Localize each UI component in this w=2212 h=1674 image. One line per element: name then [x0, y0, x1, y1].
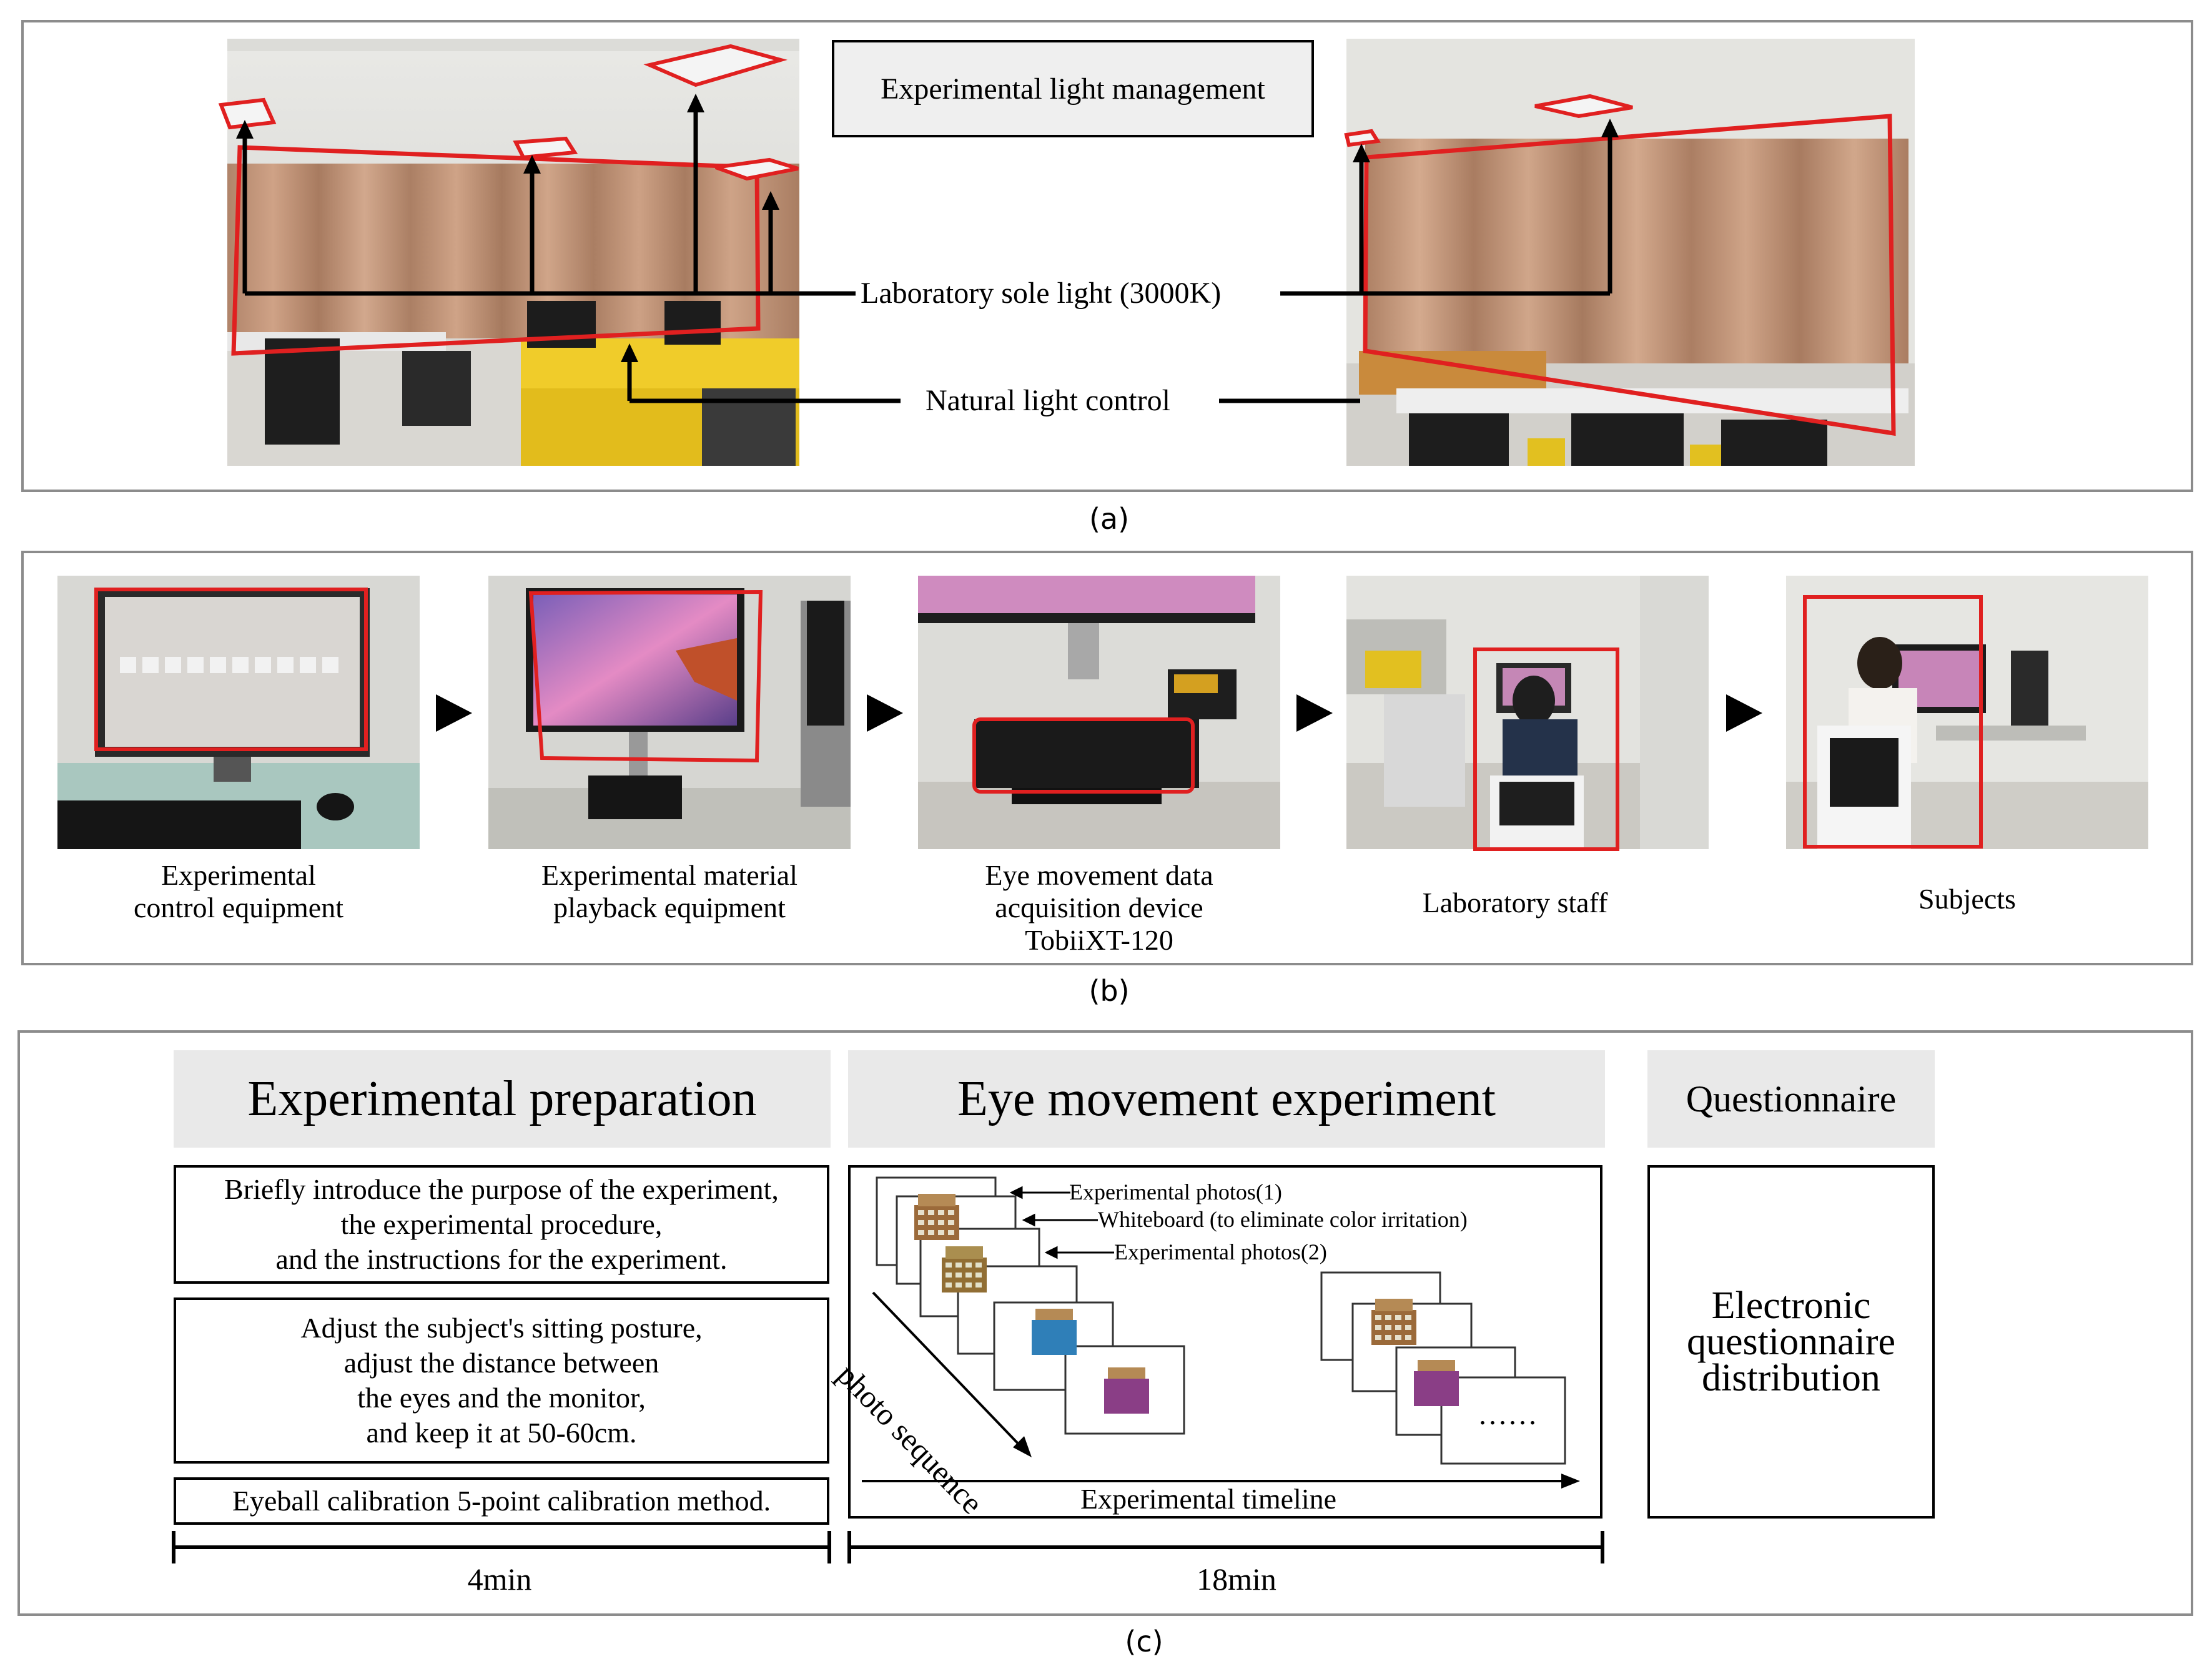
- label-ellipsis: ......: [1479, 1398, 1539, 1431]
- questionnaire-box: Electronic questionnaire distribution: [1647, 1165, 1935, 1519]
- photo-control-equipment: [57, 576, 420, 849]
- photo-eye-tracker: [918, 576, 1280, 849]
- questionnaire-heading: Questionnaire: [1647, 1050, 1935, 1148]
- flow-arrow-1: [436, 694, 472, 732]
- prep-heading: Experimental preparation: [174, 1050, 831, 1148]
- duration-preparation: 4min: [467, 1562, 532, 1597]
- callout-laboratory-light: Laboratory sole light (3000K): [856, 278, 1227, 308]
- prep-step-introduction: Briefly introduce the purpose of the exp…: [174, 1165, 829, 1284]
- flow-arrow-2: [867, 694, 903, 732]
- label-experimental-photos-2: Experimental photos(2): [1114, 1239, 1327, 1264]
- lab-photo-right: [1346, 39, 1915, 466]
- caption-subjects: Subjects: [1918, 883, 2016, 915]
- label-experimental-photos-1: Experimental photos(1): [1069, 1179, 1282, 1204]
- panel-a-annotations: [218, 44, 1896, 436]
- eye-experiment-box: [848, 1165, 1602, 1519]
- prep-step-posture: Adjust the subject's sitting posture, ad…: [174, 1297, 829, 1464]
- flow-arrow-3: [1296, 694, 1333, 732]
- panel-c-label: (c): [1125, 1625, 1163, 1658]
- photo-playback-equipment: [488, 576, 851, 849]
- lab-photo-left: [227, 39, 799, 466]
- callout-natural-light: Natural light control: [919, 386, 1177, 416]
- photo-laboratory-staff: [1346, 576, 1709, 849]
- prep-step-calibration: Eyeball calibration 5-point calibration …: [174, 1477, 829, 1525]
- duration-eye-experiment: 18min: [1197, 1562, 1276, 1597]
- curtain-outline-right: [1363, 114, 1896, 436]
- panel-b-highlights: [94, 588, 1983, 851]
- panel-b-label: (b): [1089, 974, 1130, 1008]
- label-experimental-timeline: Experimental timeline: [1080, 1483, 1337, 1515]
- label-whiteboard: Whiteboard (to eliminate color irritatio…: [1098, 1207, 1468, 1232]
- eye-heading: Eye movement experiment: [848, 1050, 1605, 1148]
- light-management-title: Experimental light management: [832, 40, 1314, 137]
- ceiling-lights-right: [1344, 94, 1633, 147]
- flow-arrow-4: [1726, 694, 1762, 732]
- caption-laboratory-staff: Laboratory staff: [1422, 887, 1608, 918]
- panel-a-label: (a): [1089, 502, 1130, 536]
- ceiling-lights-left: [218, 44, 799, 181]
- photo-subject: [1786, 576, 2148, 849]
